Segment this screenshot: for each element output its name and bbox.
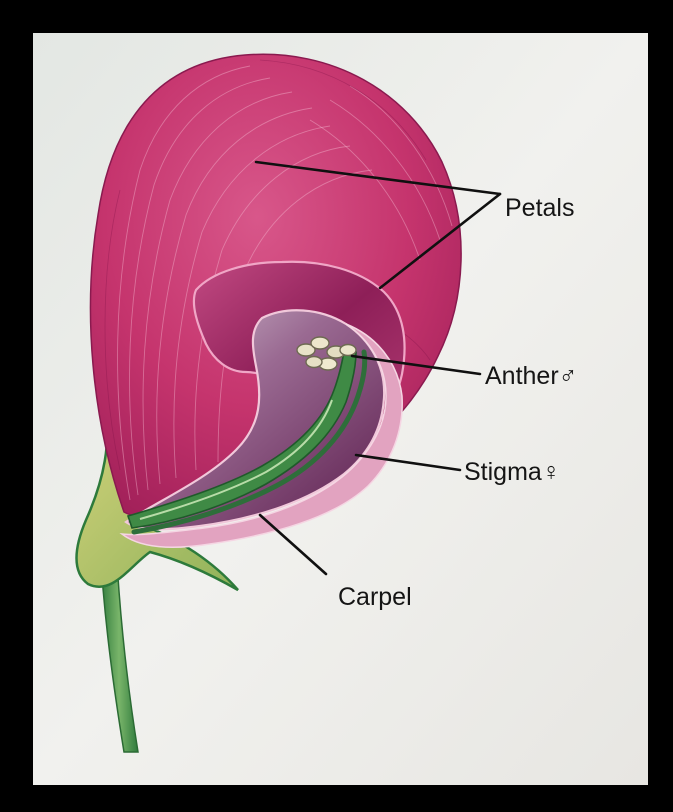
label-anther: Anther♂ [485,362,577,390]
label-carpel: Carpel [338,583,412,611]
label-petals: Petals [505,194,574,222]
label-stigma: Stigma♀ [464,458,561,486]
